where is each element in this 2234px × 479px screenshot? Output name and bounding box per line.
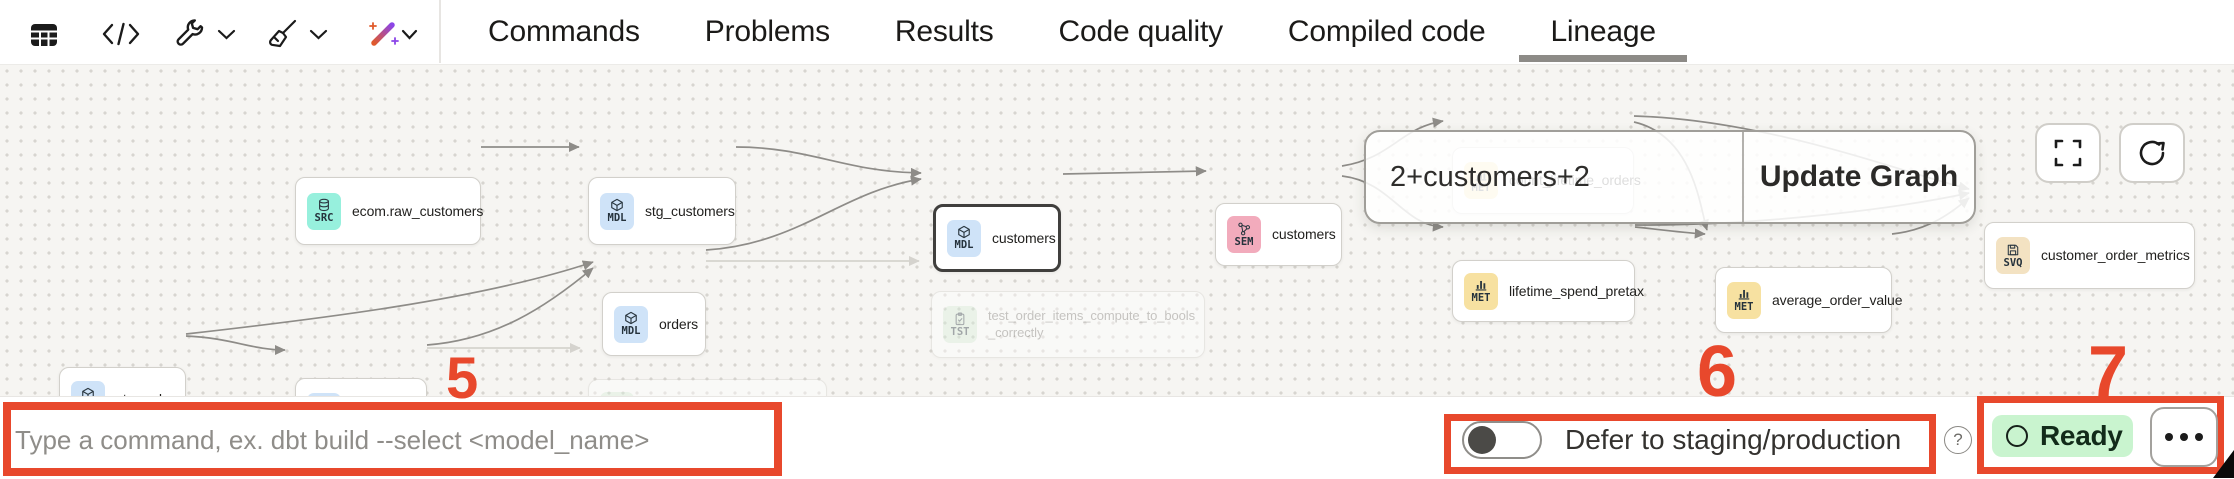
help-icon[interactable]: ? [1944,426,1972,454]
wrench-icon[interactable] [173,18,207,50]
node-label: customer_order_metrics [2041,247,2190,264]
lineage-node-test_order_items[interactable]: TST test_order_items_compute_to_bools_cor… [931,291,1205,358]
node-label: stg_customers [645,202,735,219]
lineage-node-customers_mdl[interactable]: MDL customers [933,204,1061,272]
tab-code-quality[interactable]: Code quality [1058,15,1224,48]
tab-results[interactable]: Results [894,15,994,48]
ellipsis-icon [2165,433,2173,441]
lineage-node-raw_customers[interactable]: SRC ecom.raw_customers [295,177,484,245]
chevron-down-icon[interactable] [216,27,236,41]
share-icon: SEM [1227,216,1261,253]
tab-lineage[interactable]: Lineage [1519,15,1688,62]
chart-icon: MET [1464,272,1498,310]
toggle-knob [1468,426,1496,454]
tab-bar: Commands Problems Results Code quality Compi… [488,0,1688,64]
refresh-icon [2139,140,2165,166]
node-label: lifetime_spend_pretax [1509,282,1644,299]
code-icon[interactable] [102,22,140,46]
lineage-node-orders[interactable]: MDL orders [602,292,706,356]
status-ready-button[interactable]: Ready [1992,415,2133,457]
update-graph-button[interactable]: Update Graph [1742,132,1974,222]
tab-problems[interactable]: Problems [704,15,830,48]
lineage-node-customer_order_metrics[interactable]: SVQ customer_order_metrics [1984,222,2195,289]
fullscreen-icon [2054,139,2082,167]
clipboard-icon: TST [943,306,977,343]
chevron-down-icon[interactable] [400,27,418,41]
node-label: orders [659,315,699,332]
top-toolbar: Commands Problems Results Code quality Compi… [0,0,2234,65]
cube-icon: MDL [947,219,981,257]
status-circle-icon [2006,425,2028,447]
toolbar-divider [439,0,441,63]
broom-icon[interactable] [266,18,298,50]
fullscreen-button[interactable] [2035,123,2101,183]
node-label: average_order_value [1772,291,1903,308]
more-options-button[interactable] [2150,407,2218,467]
cube-icon: MDL [614,305,648,343]
status-label: Ready [2040,420,2123,451]
lineage-node-stg_customers[interactable]: MDL stg_customers [588,177,736,245]
lineage-node-average_order_value[interactable]: MET average_order_value [1715,267,1903,333]
selector-query[interactable]: 2+customers+2 [1390,160,1590,193]
node-label: customers [992,229,1056,246]
command-input[interactable] [13,412,775,468]
refresh-button[interactable] [2119,123,2185,183]
lineage-node-customers_sem[interactable]: SEM customers [1215,203,1342,266]
magic-pencil-icon[interactable] [366,18,400,49]
node-label: ecom.raw_customers [352,202,484,219]
floppy-icon: SVQ [1996,237,2030,274]
node-label: customers [1272,226,1336,243]
node-label: test_order_items_compute_to_bools_correc… [988,307,1195,340]
tab-compiled-code[interactable]: Compiled code [1287,15,1486,48]
database-icon: SRC [307,192,341,230]
selector-overlay: 2+customers+2 Update Graph [1364,130,1976,224]
chart-icon: MET [1727,281,1761,319]
cube-icon: MDL [600,192,634,230]
lineage-node-lifetime_spend_pretax[interactable]: MET lifetime_spend_pretax [1452,260,1644,322]
table-icon[interactable] [28,19,60,51]
defer-label: Defer to staging/production [1565,424,1902,455]
chevron-down-icon[interactable] [308,27,328,41]
defer-toggle[interactable] [1462,421,1542,459]
tab-commands[interactable]: Commands [488,15,640,48]
